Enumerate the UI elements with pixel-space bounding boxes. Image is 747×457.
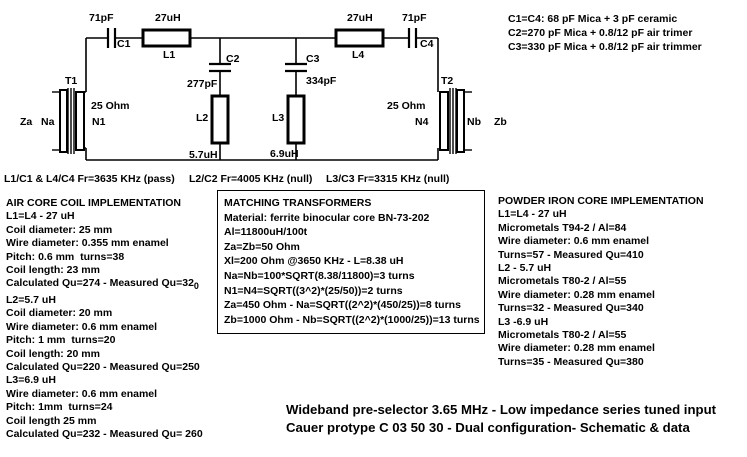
l1-inductor xyxy=(141,28,192,48)
powder-core-line: Micrometals T94-2 / Al=84 xyxy=(498,221,627,234)
powder-core-line: Turns=57 - Measured Qu=410 xyxy=(498,248,644,261)
matching-line: Za=450 Ohm - Na=SQRT((2^2)*(450/25))=8 t… xyxy=(224,299,461,312)
powder-core-line: Micrometals T80-2 / Al=55 xyxy=(498,275,627,288)
footer-title-line2: Cauer protype C 03 50 30 - Dual configur… xyxy=(286,420,690,435)
powder-core-line: Turns=32 - Measured Qu=340 xyxy=(498,302,644,315)
powder-core-line: Micrometals T80-2 / Al=55 xyxy=(498,329,627,342)
c1-label: C1 xyxy=(117,38,131,50)
capacitor-note: C2=270 pF Mica + 0.8/12 pF air trimer xyxy=(508,27,693,39)
powder-core-line: L1=L4 - 27 uH xyxy=(498,208,567,221)
l2-label: L2 xyxy=(196,112,208,124)
za-label: Za xyxy=(20,116,32,128)
air-core-line: Calculated Qu=220 - Measured Qu=250 xyxy=(6,360,200,373)
air-core-line: Wire diameter: 0.355 mm enamel xyxy=(6,237,169,250)
c4-value: 71pF xyxy=(402,12,427,24)
t1-label: T1 xyxy=(65,75,77,87)
l4-value: 27uH xyxy=(347,12,373,24)
matching-line: Material: ferrite binocular core BN-73-2… xyxy=(224,211,430,224)
l1-value: 27uH xyxy=(155,12,181,24)
resonance-l1c1: L1/C1 & L4/C4 Fr=3635 KHz (pass) xyxy=(4,173,175,185)
c1-value: 71pF xyxy=(89,12,114,24)
air-core-line: Coil length 25 mm xyxy=(6,414,97,427)
n1-label: N1 xyxy=(92,116,106,128)
matching-line: Za=Zb=50 Ohm xyxy=(224,240,300,253)
n4-label: N4 xyxy=(415,116,429,128)
capacitor-note: C1=C4: 68 pF Mica + 3 pF ceramic xyxy=(508,13,678,25)
t1-transformer xyxy=(52,88,86,154)
nb-label: Nb xyxy=(467,116,481,128)
matching-transformers-section: MATCHING TRANSFORMERS Material: ferrite … xyxy=(224,196,480,327)
air-core-line: Pitch: 1mm turns=24 xyxy=(6,401,113,414)
footer-title-line1: Wideband pre-selector 3.65 MHz - Low imp… xyxy=(286,402,717,417)
air-core-section: AIR CORE COIL IMPLEMENTATION L1=L4 - 27 … xyxy=(6,197,203,441)
powder-core-line: Turns=35 - Measured Qu=380 xyxy=(498,355,644,368)
resonance-l2c2: L2/C2 Fr=4005 KHz (null) xyxy=(189,173,313,185)
c4-label: C4 xyxy=(420,38,434,50)
c3-value: 334pF xyxy=(306,75,337,87)
air-core-line: L1=L4 - 27 uH xyxy=(6,210,75,223)
resonance-l3c3: L3/C3 Fr=3315 KHz (null) xyxy=(326,173,450,185)
capacitor-note: C3=330 pF Mica + 0.8/12 pF air trimmer xyxy=(508,41,702,53)
powder-core-line: Wire diameter: 0.6 mm enamel xyxy=(498,235,650,248)
c3-label: C3 xyxy=(306,53,320,65)
air-core-heading: AIR CORE COIL IMPLEMENTATION xyxy=(6,197,181,209)
matching-transformers-box xyxy=(217,190,485,334)
n4-ohm-label: 25 Ohm xyxy=(387,100,426,112)
powder-core-line: Wire diameter: 0.28 mm enamel xyxy=(498,288,655,301)
l1-label: L1 xyxy=(163,49,175,61)
matching-heading: MATCHING TRANSFORMERS xyxy=(224,197,372,209)
air-core-line-with-subscript: Calculated Qu=274 - Measured Qu=320 xyxy=(6,277,203,294)
air-core-line: L3=6.9 uH xyxy=(6,374,56,387)
l3-label: L3 xyxy=(272,112,284,124)
l3-value: 6.9uH xyxy=(270,148,299,160)
matching-line: Na=Nb=100*SQRT(8.38/11800)=3 turns xyxy=(224,269,415,282)
subscript-zero: 0 xyxy=(193,281,199,292)
air-core-line: Calculated Qu=232 - Measured Qu= 260 xyxy=(6,428,203,440)
c2-value: 277pF xyxy=(187,78,218,90)
matching-line: N1=N4=SQRT((3^2)*(25/50))=2 turns xyxy=(224,284,403,297)
capacitor-notes: C1=C4: 68 pF Mica + 3 pF ceramic C2=270 … xyxy=(508,12,702,54)
air-core-line: Coil diameter: 25 mm xyxy=(6,223,113,236)
air-core-line: Wire diameter: 0.6 mm enamel xyxy=(6,320,158,333)
na-label: Na xyxy=(41,116,55,128)
powder-core-line: Wire diameter: 0.28 mm enamel xyxy=(498,342,655,355)
c2-label: C2 xyxy=(226,53,240,65)
l2-value: 5.7uH xyxy=(189,149,218,161)
air-core-line: Pitch: 1 mm turns=20 xyxy=(6,334,116,347)
air-core-line: Coil length: 23 mm xyxy=(6,264,100,277)
air-core-line: Coil length: 20 mm xyxy=(6,347,100,360)
matching-line: Al=11800uH/100t xyxy=(224,226,308,239)
air-core-line: Coil diameter: 20 mm xyxy=(6,307,113,320)
air-core-line: L2=5.7 uH xyxy=(6,293,56,306)
air-core-line: Pitch: 0.6 mm turns=38 xyxy=(6,250,125,263)
t2-transformer xyxy=(439,88,472,154)
powder-core-section: POWDER IRON CORE IMPLEMENTATION L1=L4 - … xyxy=(498,195,704,369)
powder-core-line: L2 - 5.7 uH xyxy=(498,262,552,275)
powder-core-heading: POWDER IRON CORE IMPLEMENTATION xyxy=(498,195,704,207)
l2-inductor xyxy=(210,94,230,145)
matching-line: Zb=1000 Ohm - Nb=SQRT((2^2)*(1000/25))=1… xyxy=(224,313,480,326)
t2-label: T2 xyxy=(441,75,453,87)
n1-ohm-label: 25 Ohm xyxy=(91,100,130,112)
l3-inductor xyxy=(286,94,306,145)
air-core-line: Wire diameter: 0.6 mm enamel xyxy=(6,387,158,400)
matching-line: Xl=200 Ohm @3650 KHz - L=8.38 uH xyxy=(224,255,404,268)
l4-label: L4 xyxy=(352,49,364,61)
air-core-line: Calculated Qu=274 - Measured Qu=32 xyxy=(6,277,194,290)
powder-core-line: L3 -6.9 uH xyxy=(498,315,549,328)
l4-inductor xyxy=(334,28,385,48)
zb-label: Zb xyxy=(494,116,507,128)
